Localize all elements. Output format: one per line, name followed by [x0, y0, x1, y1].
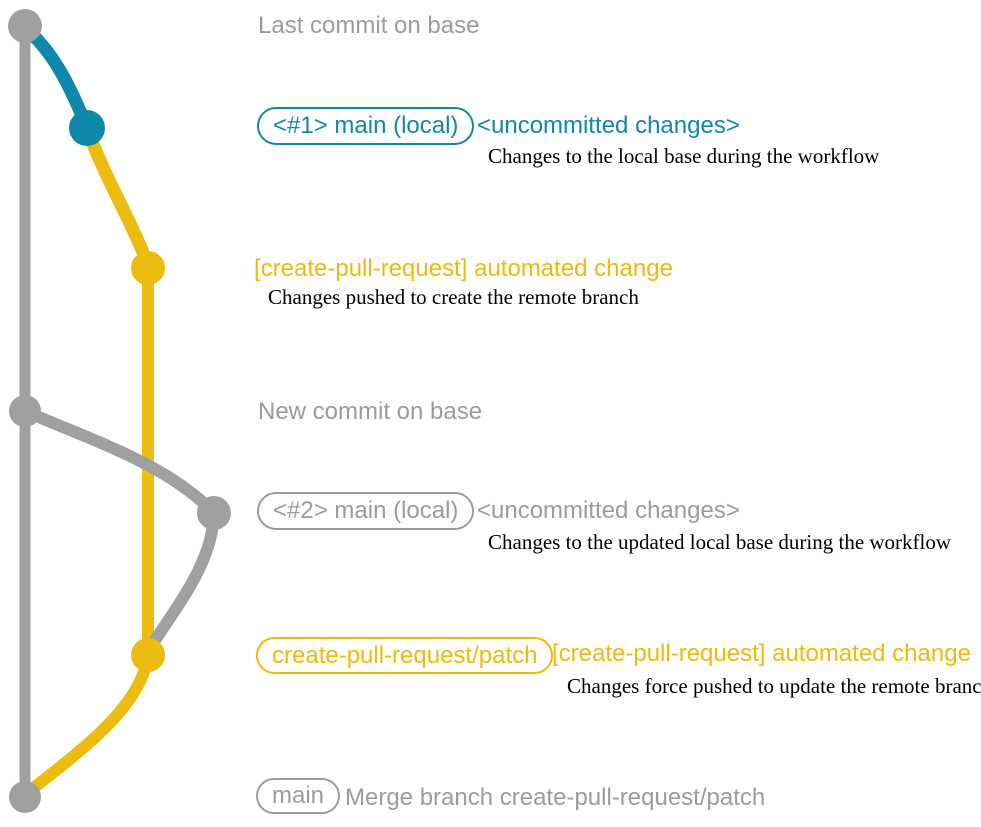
- commit-dot-local-2: [197, 496, 231, 530]
- label-new-commit: New commit on base: [258, 398, 483, 425]
- status-uncommitted-2: <uncommitted changes>: [477, 497, 740, 524]
- commit-dot-merge: [9, 781, 41, 813]
- commit-message-merge: Merge branch create-pull-request/patch: [345, 784, 766, 811]
- status-uncommitted-1: <uncommitted changes>: [477, 112, 740, 139]
- branch-line-rebase: [143, 507, 220, 656]
- branch-badge-main: main: [256, 778, 341, 814]
- commit-dot-patch-2: [131, 638, 165, 672]
- branch-badge-main-local-2: <#2> main (local): [257, 492, 475, 530]
- branch-line-local-changes-2: [19, 405, 220, 519]
- branch-badge-label: main: [272, 782, 325, 809]
- branch-badge-patch: create-pull-request/patch: [256, 637, 554, 674]
- description-patch-2: Changes force pushed to update the remot…: [567, 674, 981, 698]
- branch-badge-main-local-1: <#1> main (local): [257, 107, 475, 145]
- commit-dot-base-2: [9, 395, 41, 427]
- commit-dot-patch-1: [131, 251, 165, 285]
- commit-dot-local-1: [69, 110, 105, 146]
- description-patch-1: Changes pushed to create the remote bran…: [268, 285, 639, 309]
- commit-title-patch-2: [create-pull-request] automated change: [552, 640, 971, 667]
- commit-dot-base-1: [8, 9, 42, 43]
- branch-badge-label: <#2> main (local): [273, 497, 459, 524]
- label-last-commit: Last commit on base: [258, 12, 480, 39]
- branch-line-merge: [21, 649, 154, 799]
- description-local-changes-2: Changes to the updated local base during…: [488, 530, 952, 554]
- commit-graph: [8, 9, 231, 813]
- branch-badge-label: <#1> main (local): [273, 112, 459, 139]
- description-local-changes-1: Changes to the local base during the wor…: [488, 144, 880, 168]
- branch-badge-label: create-pull-request/patch: [272, 641, 538, 669]
- commit-title-patch-1: [create-pull-request] automated change: [254, 255, 673, 282]
- branch-line-patch-create: [80, 121, 155, 272]
